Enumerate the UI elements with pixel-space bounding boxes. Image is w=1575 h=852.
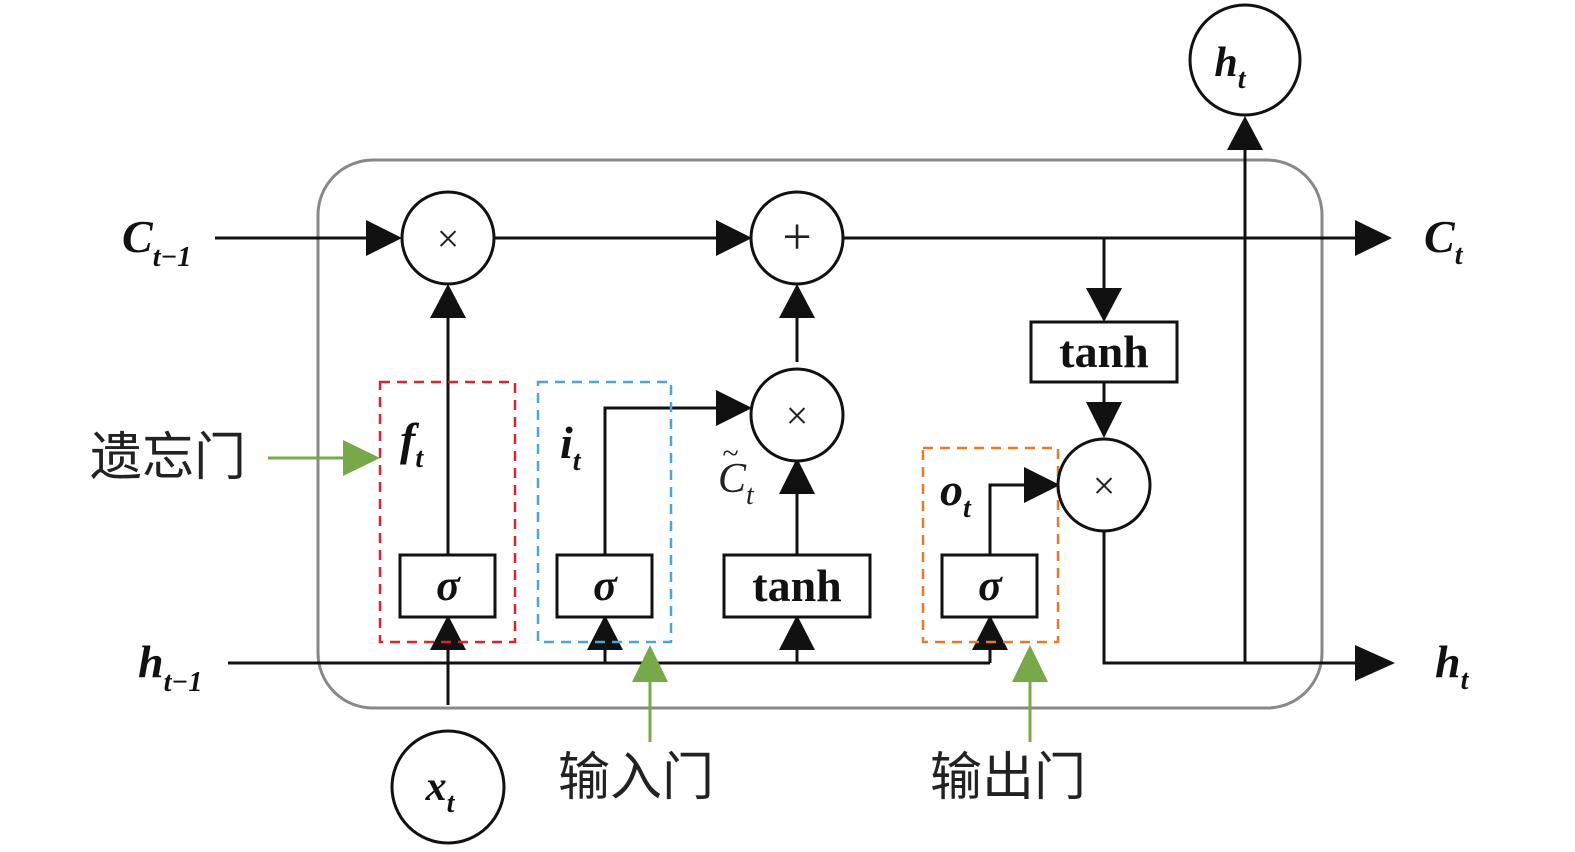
candidate-var-label: ~ Ct (718, 437, 755, 511)
forget-multiply-symbol: × (437, 216, 460, 261)
gate-pointers (268, 440, 1048, 742)
input-gate-label: 输入门 (558, 748, 714, 808)
forget-var-label: ft (400, 414, 424, 474)
arrowheads (366, 116, 1395, 681)
output-gate-label: 输出门 (930, 748, 1086, 808)
input-var-label: it (560, 417, 582, 477)
input-x-node: xt (390, 729, 506, 845)
forget-sigma-box: σ (398, 553, 497, 619)
output-h-top-main: h (1214, 40, 1237, 86)
cell-tanh-label: tanh (1059, 326, 1148, 377)
cell-add-symbol: + (782, 209, 811, 266)
output-var-label: ot (940, 464, 972, 524)
forget-gate-label: 遗忘门 (90, 428, 246, 488)
forget-gate-region (378, 380, 517, 644)
h-prev-label: ht−1 (138, 636, 202, 698)
output-multiply-node: × (1056, 437, 1152, 533)
output-sigma-label: σ (978, 561, 1003, 610)
output-h-node: ht (1188, 3, 1302, 117)
input-multiply-symbol: × (786, 393, 809, 438)
c-out-label: Ct (1424, 211, 1464, 271)
candidate-tanh-box: tanh (722, 553, 872, 619)
c-prev-label: Ct−1 (122, 211, 191, 273)
output-sigma-box: σ (940, 553, 1039, 619)
output-h-top-sub: t (1238, 64, 1247, 95)
input-x-main: x (425, 764, 447, 810)
h-out-label: ht (1435, 636, 1470, 696)
svg-text:Ct: Ct (718, 456, 755, 511)
output-gate-region (921, 446, 1060, 644)
forget-sigma-label: σ (436, 561, 461, 610)
output-multiply-symbol: × (1093, 463, 1116, 508)
candidate-tanh-label: tanh (752, 560, 841, 611)
input-gate-region (536, 380, 673, 644)
svg-text:~: ~ (722, 437, 738, 470)
input-sigma-box: σ (555, 553, 654, 619)
connections (215, 150, 1355, 705)
input-multiply-node: × (749, 367, 845, 463)
cell-boundary (316, 158, 1324, 710)
cell-tanh-box: tanh (1029, 320, 1179, 384)
svg-text:ht: ht (1214, 40, 1246, 95)
forget-multiply-node: × (400, 190, 496, 286)
input-x-sub: t (447, 788, 456, 819)
input-sigma-label: σ (593, 561, 618, 610)
svg-text:xt: xt (425, 764, 456, 819)
cell-add-node: + (749, 190, 845, 286)
